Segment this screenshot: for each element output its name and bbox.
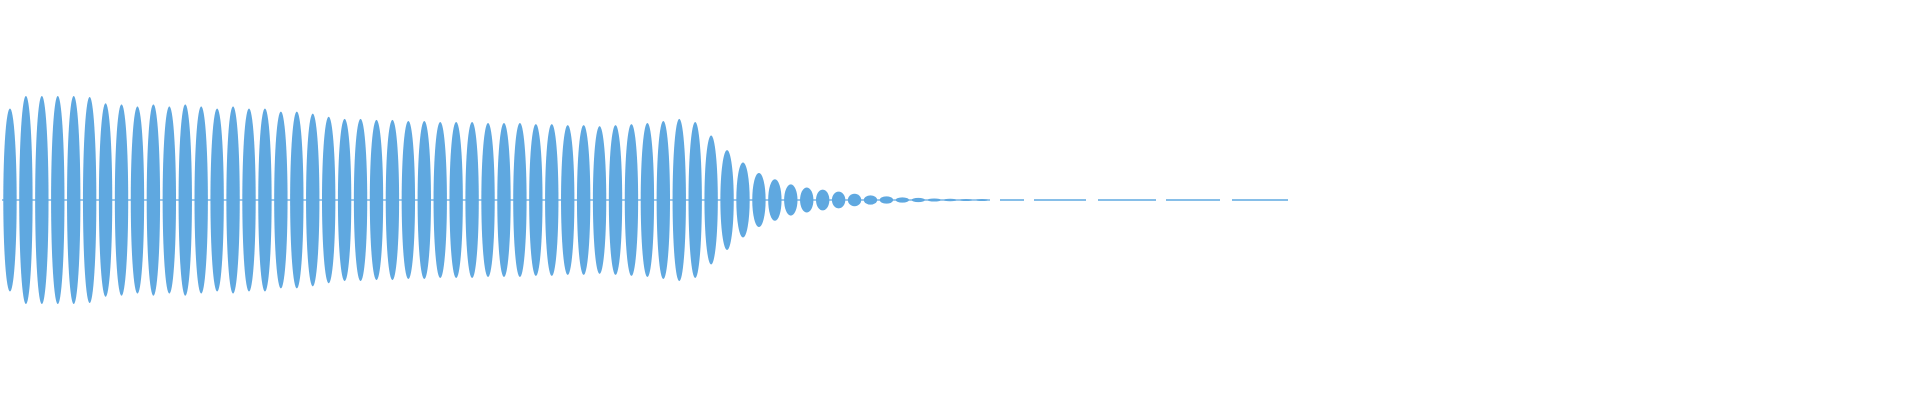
waveform-lobes: [2, 96, 990, 304]
